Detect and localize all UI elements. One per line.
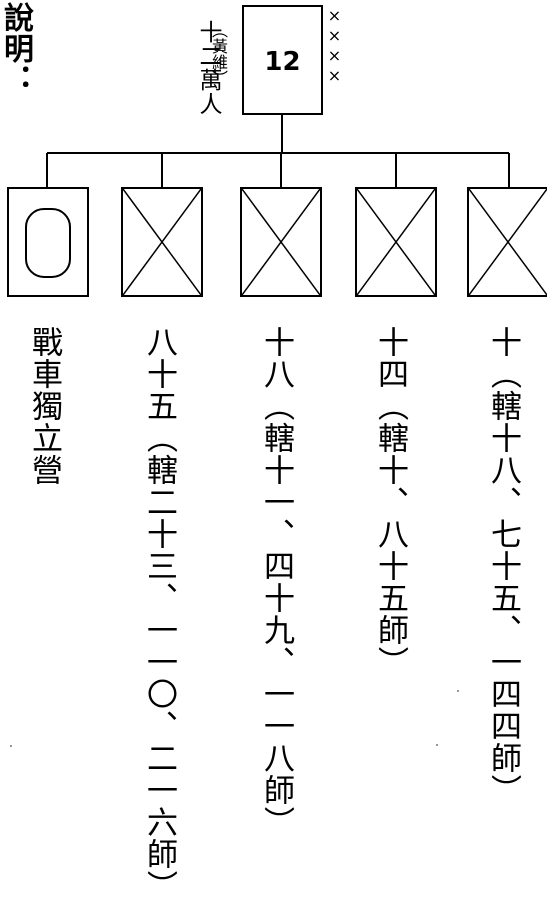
unit-box-armor [7,187,89,297]
echelon-crosses-icon: ×××× [325,6,344,86]
unit-label-corps-18: 十八（轄十一、四十九、一一八師） [258,326,294,838]
unit-label-corps-85: 八十五（轄二十三、一一〇、二一六師） [141,326,177,902]
unit-box-corps-14 [355,187,437,297]
unit-label-armor: 戰車獨立營 [26,326,62,486]
armor-icon [25,208,71,278]
unit-box-corps-18 [240,187,322,297]
hq-commander-label: （黃維） [209,22,228,86]
unit-box-corps-10 [467,187,547,297]
scan-speck [436,744,438,746]
scan-speck [457,690,459,692]
unit-label-corps-14: 十四（轄十、八十五師） [372,326,408,678]
infantry-icon [469,189,547,295]
unit-label-corps-10: 十（轄十八、七十五、一四四師） [485,326,521,806]
legend-title: 說明： [0,2,33,95]
scan-speck [10,745,12,747]
hq-army-box: 12 [242,5,323,115]
hq-army-number: 12 [264,47,301,77]
hq-strength-label: 十二萬人 [195,20,221,116]
infantry-icon [357,189,435,295]
unit-box-corps-85 [121,187,203,297]
infantry-icon [242,189,320,295]
infantry-icon [123,189,201,295]
